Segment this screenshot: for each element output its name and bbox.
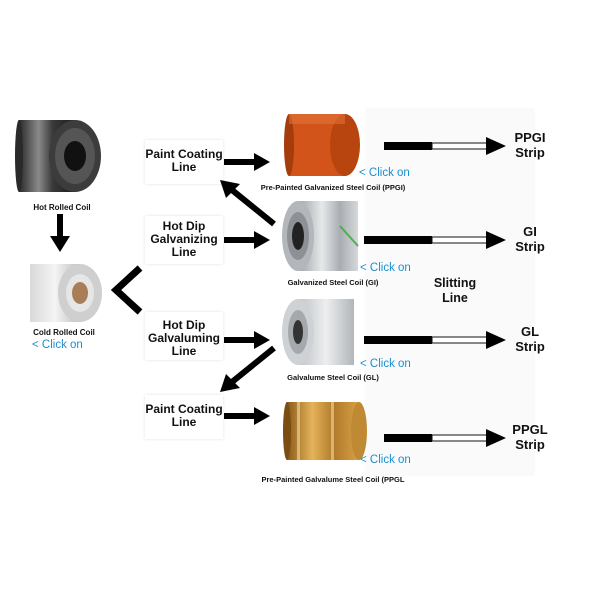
cold-rolled-click-link[interactable]: < Click on <box>32 339 83 351</box>
hot-dip-galvanizing-box <box>145 216 223 264</box>
paint-coating-line-1-l2: Line <box>171 160 197 174</box>
gl-caption: Galvalume Steel Coil (GL) <box>287 373 379 382</box>
hot-rolled-coil-image <box>15 120 101 192</box>
ppgl-strip-l1: PPGL <box>512 422 548 437</box>
hdgl-l1: Hot Dip <box>162 318 206 332</box>
gl-click-link[interactable]: < Click on <box>360 358 411 370</box>
ppgl-strip-label: PPGL Strip <box>506 422 554 452</box>
ppgi-strip-label: PPGI Strip <box>506 130 554 160</box>
paint-coating-line-1-box <box>145 140 223 184</box>
hdg-l1: Hot Dip <box>162 219 206 233</box>
paint-coating-line-2-l1: Paint Coating <box>145 402 223 416</box>
gi-strip-l1: GI <box>523 224 537 239</box>
arrow-right-icon <box>224 153 270 171</box>
hot-dip-galvaluming-line: Hot Dip Galvaluming Line <box>145 319 223 358</box>
hot-dip-galvanizing-line: Hot Dip Galvanizing Line <box>145 220 223 259</box>
ppgi-strip-l1: PPGI <box>514 130 546 145</box>
gi-strip-l2: Strip <box>515 239 545 254</box>
paint-coating-line-2-l2: Line <box>171 415 197 429</box>
paint-coating-line-2-box <box>145 395 223 439</box>
paint-coating-line-1: Paint Coating Line <box>145 148 223 174</box>
hdg-l2: Galvanizing <box>150 232 218 246</box>
arrow-to-ppgl-strip-icon <box>384 429 506 447</box>
gi-caption: Galvanized Steel Coil (GI) <box>287 278 379 287</box>
ppgi-strip-l2: Strip <box>515 145 545 160</box>
arrow-down-icon <box>50 214 70 252</box>
ppgi-click-link[interactable]: < Click on <box>359 167 410 179</box>
arrow-right-icon <box>224 407 270 425</box>
cold-rolled-coil-image <box>30 264 102 322</box>
arrow-right-icon <box>224 231 270 249</box>
hdg-l3: Line <box>171 245 197 259</box>
ppgi-caption: Pre-Painted Galvanized Steel Coil (PPGI) <box>260 183 406 192</box>
arrow-to-gi-strip-icon <box>364 231 506 249</box>
gl-strip-l2: Strip <box>515 339 545 354</box>
slitting-line: Slitting Line <box>420 276 490 306</box>
arrow-diagonal-up-icon <box>220 180 276 227</box>
slitting-panel <box>365 108 535 476</box>
ppgl-click-link[interactable]: < Click on <box>360 454 411 466</box>
arrow-to-ppgi-strip-icon <box>384 137 506 155</box>
ppgl-caption: Pre-Painted Galvalume Steel Coil (PPGL <box>261 475 405 484</box>
paint-coating-line-2: Paint Coating Line <box>145 403 223 429</box>
hot-dip-galvaluming-box <box>145 312 223 360</box>
cold-rolled-coil-caption: Cold Rolled Coil <box>33 328 95 337</box>
gl-strip-label: GL Strip <box>506 324 554 354</box>
gi-coil-image <box>282 201 359 271</box>
gl-coil-image <box>282 299 354 365</box>
arrow-to-gl-strip-icon <box>364 331 506 349</box>
split-chevron-icon <box>110 265 143 315</box>
hot-rolled-coil-caption: Hot Rolled Coil <box>33 203 91 212</box>
hdgl-l2: Galvaluming <box>147 331 221 345</box>
slitting-l1: Slitting <box>433 276 477 290</box>
gl-strip-l1: GL <box>520 324 540 339</box>
slitting-l2: Line <box>442 291 468 305</box>
gi-strip-label: GI Strip <box>506 224 554 254</box>
ppgl-coil-image <box>283 402 367 460</box>
gi-click-link[interactable]: < Click on <box>360 262 411 274</box>
hdgl-l3: Line <box>171 344 197 358</box>
ppgi-coil-image <box>284 114 360 176</box>
paint-coating-line-1-l1: Paint Coating <box>145 147 223 161</box>
arrow-right-icon <box>224 331 270 349</box>
arrow-diagonal-down-icon <box>220 345 276 392</box>
ppgl-strip-l2: Strip <box>515 437 545 452</box>
